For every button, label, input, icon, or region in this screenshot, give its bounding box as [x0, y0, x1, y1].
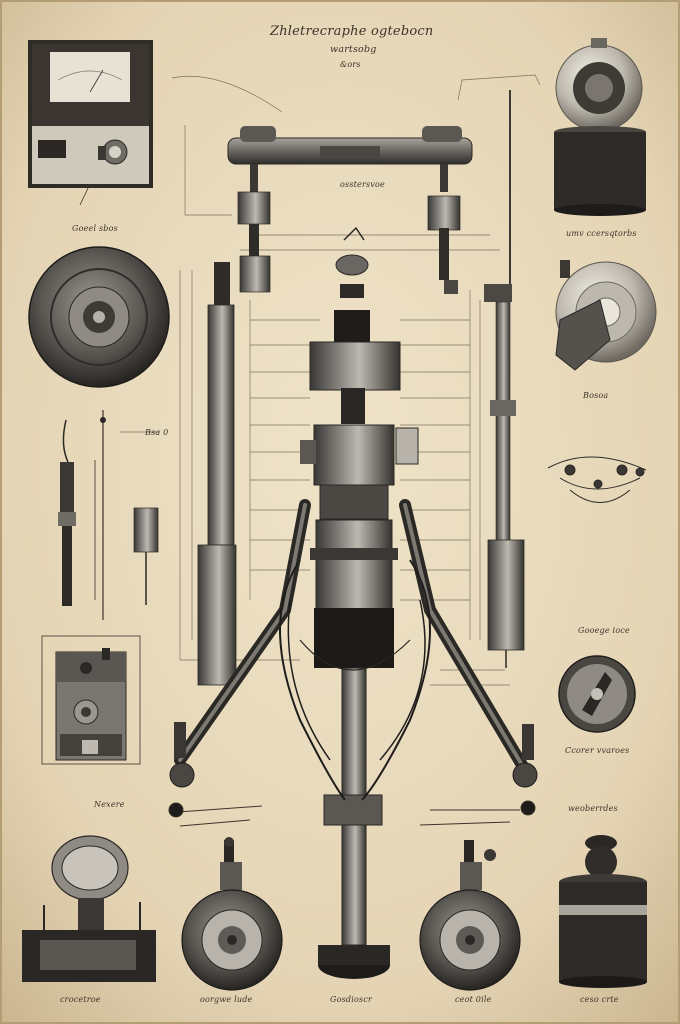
tall-cylinder-rod [197, 262, 237, 686]
bottom-disc-right [419, 840, 521, 991]
gauge-dial [558, 655, 636, 733]
bottom-label-2: oorgwe lude [200, 995, 253, 1004]
plate-title: Zhletrecraphe ogtebocn [270, 24, 434, 39]
lower-right-label: weoberrdes [568, 804, 618, 813]
lower-probes [168, 800, 536, 827]
probe-tools [58, 410, 159, 620]
central-apparatus [169, 226, 538, 979]
angled-lens [555, 260, 657, 371]
flywheel-disc [28, 246, 170, 388]
canister [559, 835, 647, 988]
right-probe-rod [484, 90, 525, 668]
gauge-label: Gooege ioce [578, 626, 630, 635]
plate-subtitle: wartsobg [330, 44, 377, 55]
bottom-disc-left [181, 837, 283, 991]
control-panel [41, 635, 141, 765]
crossbar-label: osstersvoe [340, 180, 385, 189]
bottom-label-4: ceot 0ile [455, 995, 492, 1004]
lens-on-pedestal [554, 38, 646, 216]
cylinder-label: umv ccersqtorbs [566, 229, 637, 238]
schematic-lines [120, 74, 541, 686]
plate-subsubtitle: &ors [340, 60, 361, 69]
lower-left-label: Nexere [94, 800, 125, 809]
meter-instrument [28, 40, 153, 206]
crossbar-assembly [227, 126, 473, 294]
disc-label: Ccorer vvaroes [565, 746, 630, 755]
lamp-apparatus [22, 835, 156, 982]
bottom-label-5: ceso crte [580, 995, 619, 1004]
side-scale-label: Bsa 0 [145, 428, 169, 437]
lens-label: Bosoa [583, 391, 609, 400]
meter-label: Goeel sbos [72, 224, 118, 233]
bottom-label-1: crocetroe [60, 995, 101, 1004]
wire-apparatus [547, 456, 647, 503]
bottom-label-3: Gosdioscr [330, 995, 373, 1004]
